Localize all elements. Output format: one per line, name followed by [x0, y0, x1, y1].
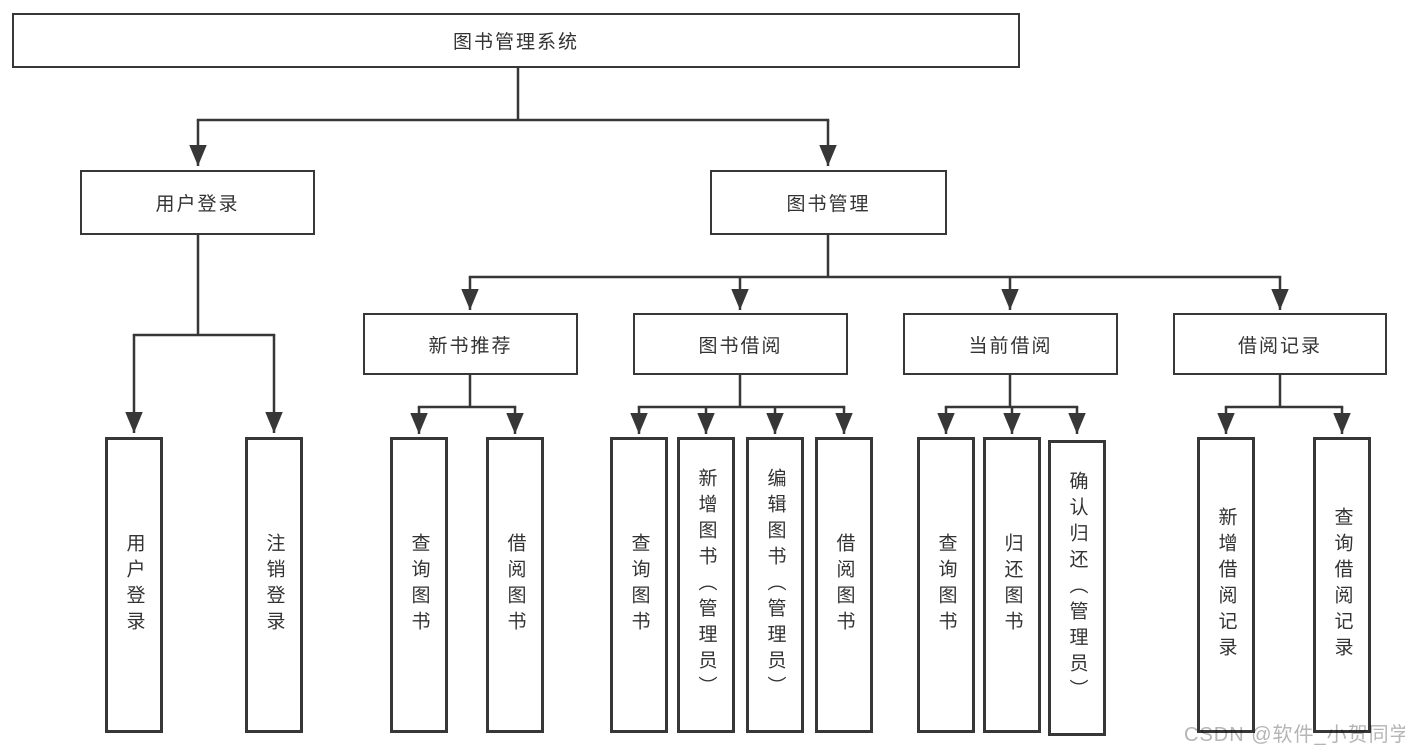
leaf-query-books-recommend: 查询图书 — [390, 437, 448, 733]
node-borrow-records: 借阅记录 — [1173, 313, 1387, 375]
leaf-borrow-books: 借阅图书 — [815, 437, 873, 733]
leaf-query-books-borrow: 查询图书 — [610, 437, 668, 733]
csdn-watermark: CSDN @软件_小贺同学 — [1184, 724, 1405, 746]
leaf-edit-book-admin: 编辑图书（管理员） — [746, 437, 804, 733]
leaf-add-book-admin: 新增图书（管理员） — [677, 437, 735, 733]
leaf-borrow-books-recommend: 借阅图书 — [486, 437, 544, 733]
node-book-borrow: 图书借阅 — [633, 313, 848, 375]
leaf-user-login: 用户登录 — [105, 437, 163, 733]
leaf-logout: 注销登录 — [245, 437, 303, 733]
leaf-confirm-return-admin: 确认归还（管理员） — [1048, 440, 1106, 736]
leaf-query-borrow-record: 查询借阅记录 — [1313, 437, 1371, 733]
node-library-system: 图书管理系统 — [12, 13, 1020, 68]
leaf-return-books: 归还图书 — [983, 437, 1041, 733]
leaf-query-books-current: 查询图书 — [917, 437, 975, 733]
leaf-add-borrow-record: 新增借阅记录 — [1197, 437, 1255, 733]
node-user-login: 用户登录 — [80, 170, 315, 235]
node-current-borrow: 当前借阅 — [903, 313, 1118, 375]
node-new-book-recommend: 新书推荐 — [363, 313, 578, 375]
node-book-management: 图书管理 — [710, 170, 947, 235]
